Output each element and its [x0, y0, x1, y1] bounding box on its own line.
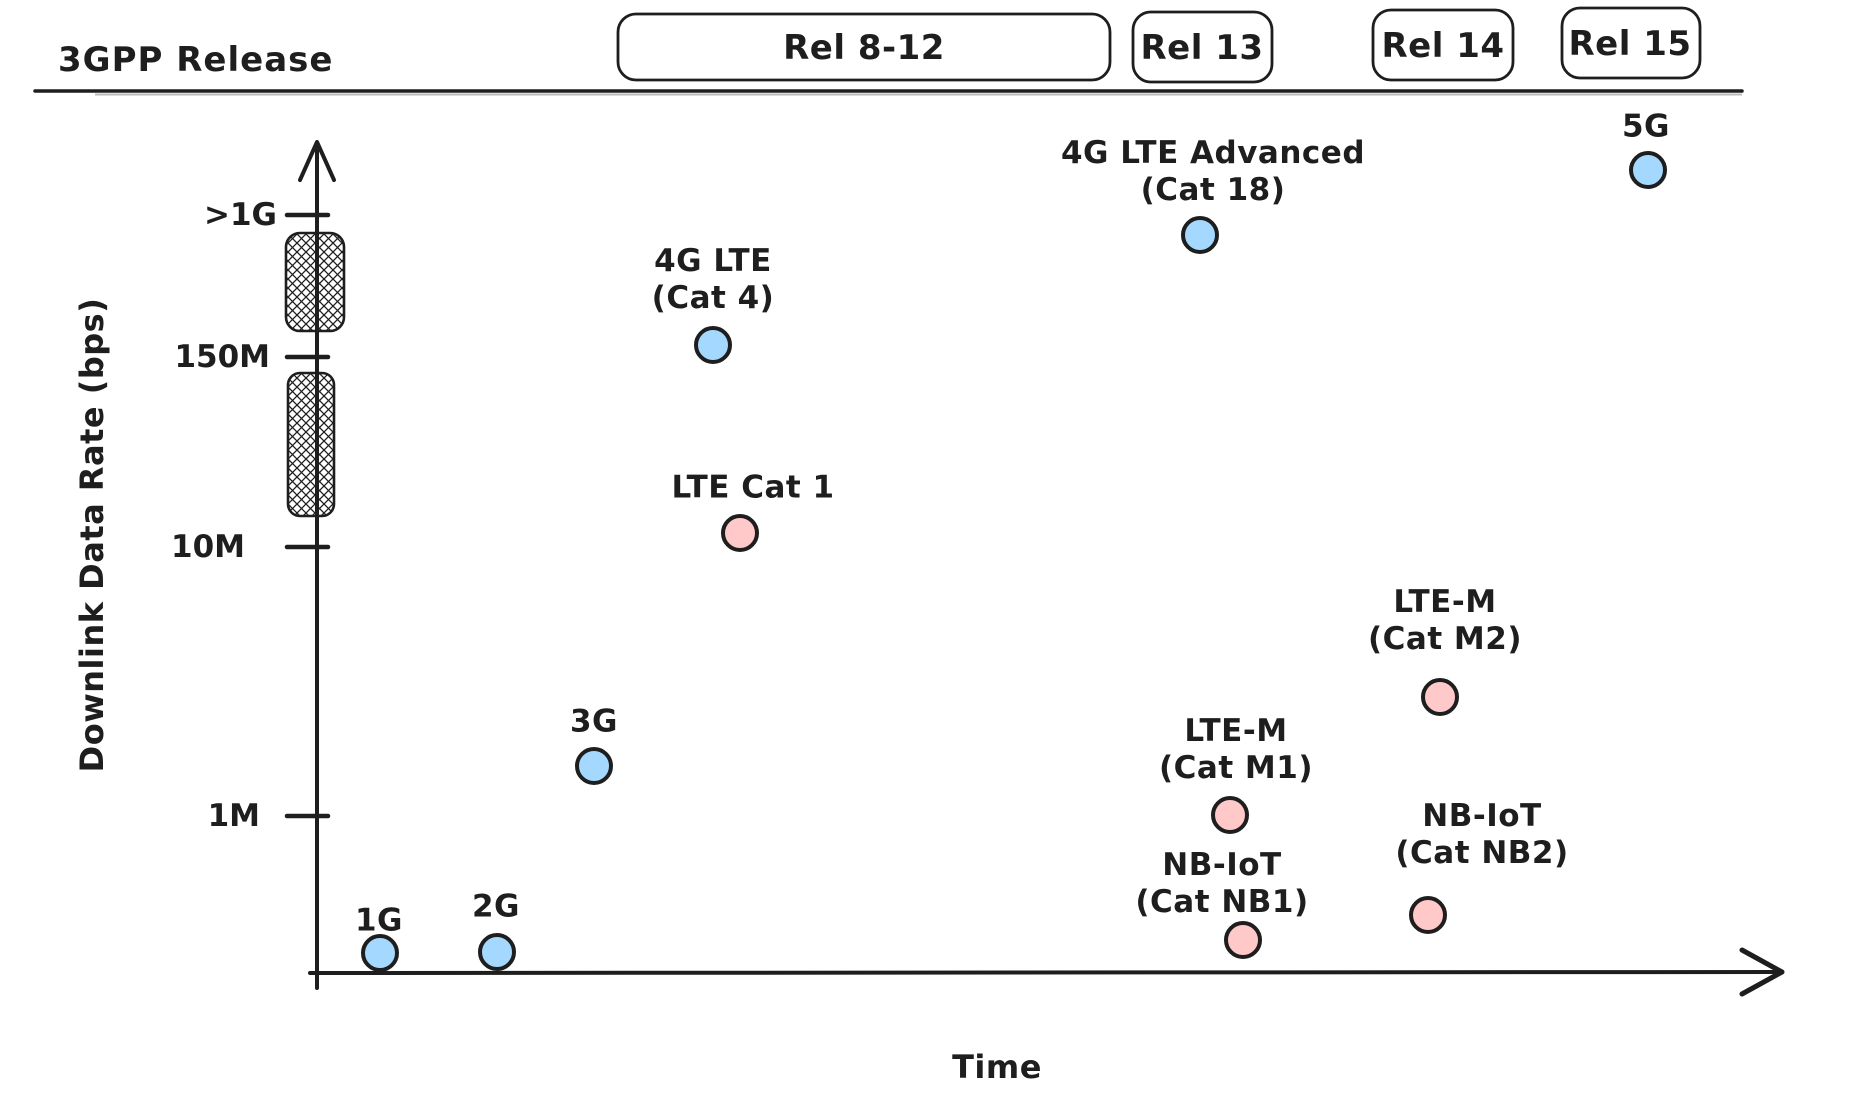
point-label-line: (Cat M1)	[1158, 750, 1314, 786]
release-label-rel-8-12: Rel 8-12	[783, 28, 945, 68]
x-axis-title: Time	[952, 1048, 1042, 1086]
x-axis-arrow-icon	[1739, 947, 1785, 997]
point-lte-cat-1	[721, 514, 759, 552]
y-tick-label-1m: 1M	[207, 798, 260, 834]
point-label-lte-m-cat-m1: LTE-M(Cat M1)	[1159, 713, 1313, 787]
release-box-rel-15	[1560, 6, 1702, 80]
point-label-4g-lte-advanced-cat-18: 4G LTE Advanced(Cat 18)	[1061, 135, 1365, 209]
axis-break-hatch-lower	[286, 371, 336, 518]
point-label-line: 5G	[1621, 108, 1671, 145]
point-lte-m-cat-m2	[1421, 678, 1459, 716]
point-label-line: (Cat NB2)	[1395, 835, 1569, 871]
point-label-3g: 3G	[570, 704, 618, 741]
release-label-rel-13: Rel 13	[1140, 28, 1264, 68]
point-label-line: LTE-M	[1184, 713, 1288, 749]
release-label-rel-15: Rel 15	[1568, 24, 1692, 64]
point-label-4g-lte-cat-4: 4G LTE(Cat 4)	[652, 243, 775, 317]
point-label-line: 4G LTE Advanced	[1060, 135, 1366, 171]
axis-break-hatch-upper	[284, 231, 346, 333]
point-label-line: 3G	[569, 703, 619, 740]
point-label-line: 1G	[354, 902, 404, 939]
point-label-nb-iot-cat-nb2: NB-IoT(Cat NB2)	[1395, 798, 1568, 872]
point-2g	[478, 933, 516, 971]
point-4g-lte-cat-4	[694, 326, 732, 364]
point-label-lte-m-cat-m2: LTE-M(Cat M2)	[1368, 584, 1522, 658]
point-label-line: 2G	[471, 888, 521, 925]
point-nb-iot-cat-nb1	[1224, 921, 1262, 959]
x-axis-line	[308, 970, 1778, 975]
point-nb-iot-cat-nb2	[1409, 896, 1447, 934]
point-label-line: NB-IoT	[1162, 847, 1282, 883]
y-tick-marks	[284, 212, 331, 819]
page-title: 3GPP Release	[58, 40, 334, 80]
point-label-line: (Cat M2)	[1367, 621, 1523, 657]
point-label-5g: 5G	[1622, 109, 1670, 146]
point-label-lte-cat-1: LTE Cat 1	[671, 470, 834, 507]
y-axis-arrow-icon	[298, 140, 336, 182]
point-4g-lte-advanced-cat-18	[1181, 216, 1219, 254]
point-label-2g: 2G	[472, 889, 520, 926]
point-label-line: LTE-M	[1393, 584, 1497, 620]
point-label-line: NB-IoT	[1422, 798, 1542, 834]
y-tick-label-1g: >1G	[204, 197, 277, 233]
point-1g	[361, 934, 399, 972]
point-lte-m-cat-m1	[1211, 796, 1249, 834]
release-box-rel-8-12	[616, 12, 1112, 82]
point-5g	[1629, 151, 1667, 189]
point-label-line: (Cat 18)	[1140, 172, 1286, 208]
point-label-line: 4G LTE	[654, 243, 772, 279]
point-label-line: LTE Cat 1	[671, 469, 835, 506]
release-label-rel-14: Rel 14	[1381, 26, 1505, 66]
point-label-nb-iot-cat-nb1: NB-IoT(Cat NB1)	[1135, 847, 1308, 921]
y-tick-label-150m: 150M	[174, 339, 270, 375]
release-box-rel-13	[1131, 10, 1274, 84]
point-3g	[575, 747, 613, 785]
point-label-1g: 1G	[355, 903, 403, 940]
y-tick-label-10m: 10M	[171, 529, 245, 565]
release-box-rel-14	[1371, 8, 1515, 82]
point-label-line: (Cat 4)	[651, 280, 775, 316]
y-axis-title: Downlink Data Rate (bps)	[73, 297, 111, 773]
point-label-line: (Cat NB1)	[1135, 884, 1309, 920]
